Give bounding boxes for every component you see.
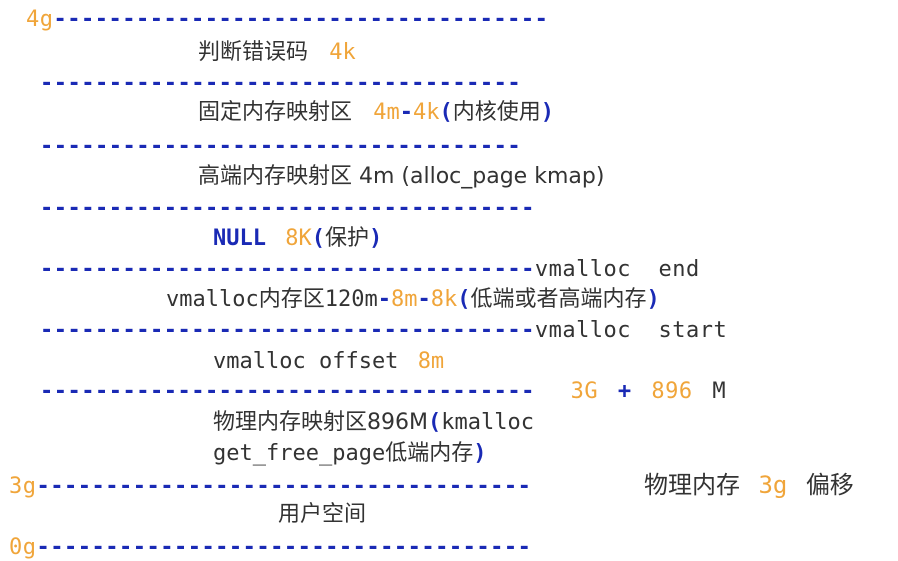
phys-offset-note: 物理内存 3g 偏移 bbox=[644, 472, 854, 498]
null-guard-region: NULL 8K(保护) bbox=[213, 226, 382, 252]
vmalloc-offset-size: 8m bbox=[390, 287, 418, 312]
null-label: NULL bbox=[213, 226, 266, 251]
error-code-region: 判断错误码 4k bbox=[198, 40, 356, 66]
phys-offset-suffix: 偏移 bbox=[805, 471, 854, 499]
null-close-paren: ) bbox=[369, 226, 383, 251]
phys-map-get-free-page: get_free_page bbox=[213, 441, 386, 466]
vmalloc-start-line: ------------------------------------vmal… bbox=[40, 320, 727, 342]
fixed-map-minus: - bbox=[399, 100, 414, 125]
boundary-m: M bbox=[712, 379, 727, 404]
vmalloc-offset-value: 8m bbox=[417, 349, 445, 374]
fixed-map-open-paren: ( bbox=[439, 100, 453, 125]
vmalloc-note: 低端或者高端内存 bbox=[470, 287, 647, 312]
vmalloc-open-paren: ( bbox=[457, 287, 471, 312]
vmalloc-prefix: vmalloc bbox=[166, 287, 259, 312]
fixed-map-start: 4m bbox=[373, 100, 400, 125]
user-kernel-boundary-dashes: ------------------------------------ bbox=[36, 474, 532, 499]
high-memory-boundary-dashes: ------------------------------------ bbox=[40, 379, 535, 404]
separator-high-top: ----------------------------------- bbox=[40, 134, 522, 159]
user-space-label: 用户空间 bbox=[278, 502, 367, 527]
null-open-paren: ( bbox=[311, 226, 325, 251]
phys-map-open-paren: ( bbox=[427, 410, 442, 435]
vmalloc-minus-2: - bbox=[417, 287, 431, 312]
vmalloc-start-label: vmalloc start bbox=[534, 318, 728, 343]
phys-map-low-mem: 低端内存 bbox=[385, 441, 474, 466]
vmalloc-end-label: vmalloc end bbox=[534, 257, 700, 282]
vmalloc-offset-region: vmalloc offset 8m bbox=[213, 349, 444, 375]
vmalloc-size: 120m bbox=[324, 287, 378, 312]
phys-map-close-paren: ) bbox=[473, 441, 487, 466]
fixed-map-region: 固定内存映射区 4m-4k(内核使用) bbox=[198, 100, 554, 126]
fixed-map-end: 4k bbox=[413, 100, 440, 125]
bottom-boundary-line: 0g------------------------------------ bbox=[9, 537, 531, 559]
vmalloc-label: 内存区 bbox=[258, 287, 325, 312]
fixed-map-close-paren: ) bbox=[540, 100, 555, 125]
phys-map-kmalloc: kmalloc bbox=[441, 410, 534, 435]
phys-map-label: 物理内存映射区896M bbox=[213, 410, 428, 435]
vmalloc-minus-1: - bbox=[377, 287, 391, 312]
vmalloc-guard-size: 8k bbox=[430, 287, 458, 312]
null-size: 8K bbox=[285, 226, 312, 251]
vmalloc-close-paren: ) bbox=[646, 287, 660, 312]
phys-offset-value: 3g bbox=[758, 471, 788, 499]
fixed-map-label: 固定内存映射区 bbox=[198, 100, 353, 125]
phys-map-region-line2: get_free_page低端内存) bbox=[213, 441, 486, 467]
high-mem-map-region: 高端内存映射区 4m (alloc_page kmap) bbox=[198, 164, 605, 189]
top-boundary-dashes: ------------------------------------ bbox=[53, 7, 549, 32]
vmalloc-start-dashes: ------------------------------------ bbox=[40, 318, 535, 343]
bottom-boundary-dashes: ------------------------------------ bbox=[36, 535, 532, 560]
top-boundary-line: 4g------------------------------------ bbox=[26, 9, 548, 31]
high-memory-boundary-line: ------------------------------------ 3G … bbox=[40, 381, 726, 403]
phys-offset-label: 物理内存 bbox=[644, 471, 740, 499]
top-boundary-label: 4g bbox=[26, 7, 54, 32]
boundary-3g: 3G bbox=[570, 379, 599, 404]
error-code-size: 4k bbox=[329, 40, 356, 65]
null-note: 保护 bbox=[324, 226, 369, 251]
vmalloc-offset-label: vmalloc offset bbox=[213, 349, 399, 374]
user-kernel-boundary-label: 3g bbox=[9, 474, 37, 499]
user-kernel-boundary-line: 3g------------------------------------ bbox=[9, 476, 531, 498]
vmalloc-end-dashes: ------------------------------------ bbox=[40, 257, 535, 282]
error-code-label: 判断错误码 bbox=[198, 40, 309, 65]
vmalloc-region: vmalloc内存区120m-8m-8k(低端或者高端内存) bbox=[166, 287, 660, 313]
fixed-map-note: 内核使用 bbox=[452, 100, 541, 125]
separator-fixed-top: ----------------------------------- bbox=[40, 71, 522, 96]
separator-null-top: ------------------------------------ bbox=[40, 196, 535, 221]
vmalloc-end-line: ------------------------------------vmal… bbox=[40, 259, 700, 281]
boundary-896: 896 bbox=[651, 379, 693, 404]
boundary-plus: + bbox=[617, 379, 632, 404]
phys-map-region-line1: 物理内存映射区896M(kmalloc bbox=[213, 410, 534, 436]
bottom-boundary-label: 0g bbox=[9, 535, 37, 560]
